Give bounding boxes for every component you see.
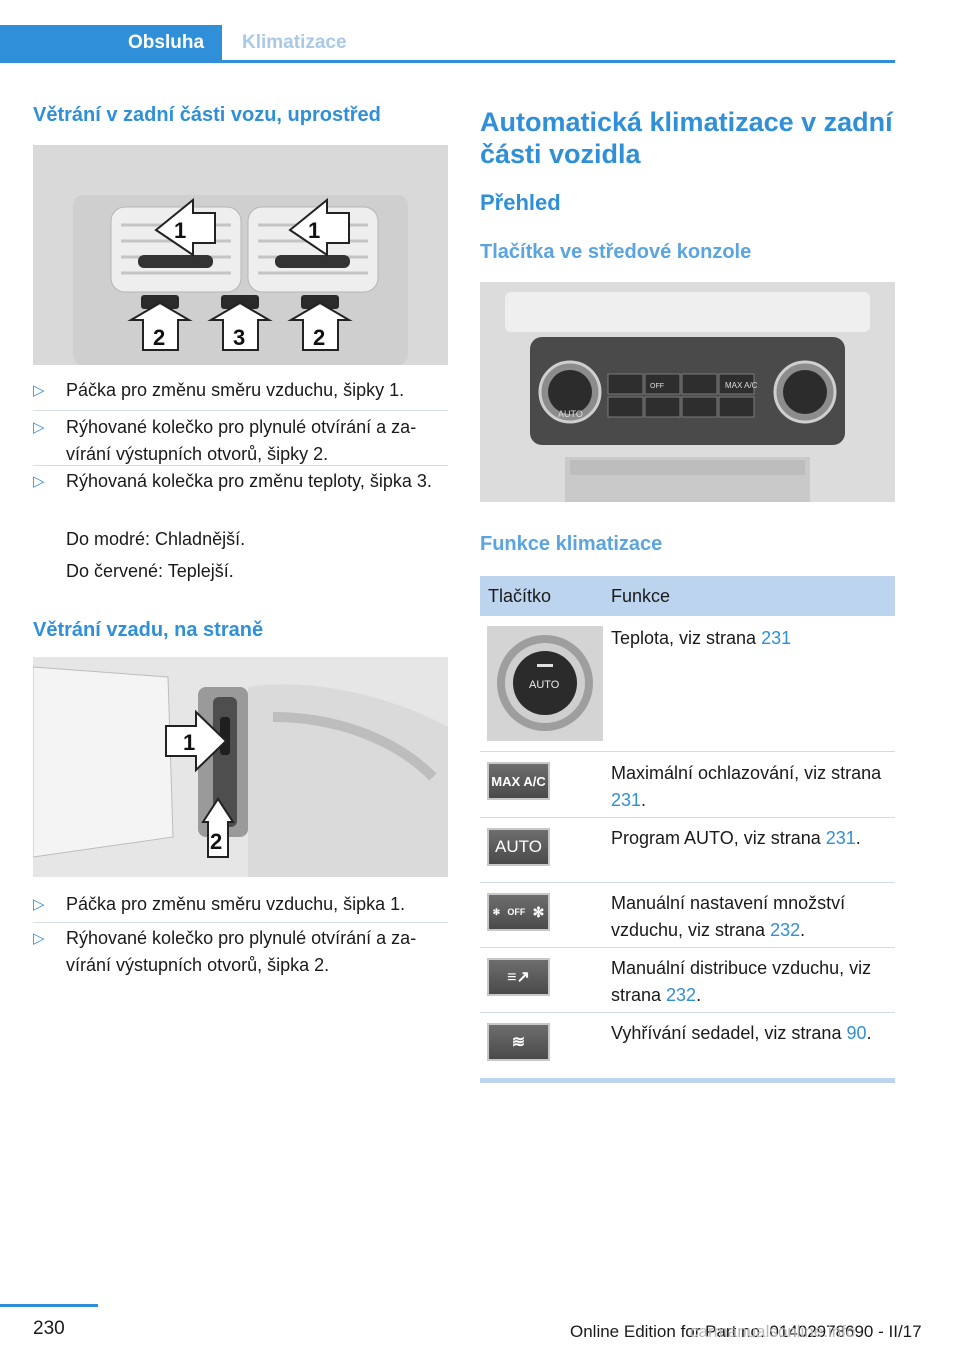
panel-max-text: MAX A/C	[725, 381, 758, 390]
list-item: ▷ Páčka pro změnu směru vzduchu, šipky 1…	[33, 377, 448, 404]
edition-text: Online Edition for Part no. 01402978690 …	[570, 1322, 922, 1341]
fig1-label-1b: 1	[308, 218, 320, 243]
fig1-label-2a: 2	[153, 325, 165, 350]
divider	[33, 465, 448, 466]
auto-button-image: AUTO	[487, 828, 550, 866]
subheading-overview: Přehled	[480, 190, 561, 215]
page-link[interactable]: 231	[761, 628, 792, 648]
seat-heating-icon: ≋	[511, 1034, 526, 1051]
list-item: ▷ Páčka pro změnu směru vzduchu, šipka 1…	[33, 891, 448, 918]
table-row-divider	[480, 817, 895, 818]
fig1-label-3: 3	[233, 325, 245, 350]
note-blue: Do modré: Chladnější.	[66, 529, 246, 549]
temperature-knob-image: AUTO	[487, 626, 603, 741]
function-cell: Maximální ochlazování, viz strana 231.	[611, 763, 882, 810]
divider	[33, 410, 448, 411]
list-item: ▷ Rýhované kolečko pro plynulé otvírání …	[33, 414, 448, 468]
console-panel-photo: AUTO MAX A/C OFF	[480, 282, 895, 502]
fig2-label-1: 1	[183, 730, 195, 755]
page-link[interactable]: 231	[825, 828, 856, 848]
fan-speed-button-image: ✻OFF✻	[487, 893, 550, 931]
col-header-function: Funkce	[611, 586, 671, 606]
function-cell: Vyhřívání sedadel, viz strana 90.	[611, 1023, 872, 1043]
page-link[interactable]: 231	[611, 790, 642, 810]
rear-vents-photo: 1 1 2 3 2	[33, 145, 448, 365]
side-vent-photo: 1 2	[33, 657, 448, 877]
watermark: carmanualsonline.info	[690, 1322, 856, 1341]
page-title: Automatická klimatizace v zadní části vo…	[480, 107, 893, 169]
list-item: ▷ Rýhované kolečko pro plynulé otvírání …	[33, 925, 448, 979]
console-panel-illustration: AUTO MAX A/C OFF	[480, 282, 895, 502]
section-heading-rear-middle: Větrání v zadní části vozu, uprostřed	[33, 104, 381, 126]
table-row-divider	[480, 947, 895, 948]
bullet-triangle-icon: ▷	[33, 419, 45, 436]
col-header-button: Tlačítko	[488, 586, 552, 606]
header-tabbar: Obsluha Klimatizace	[0, 25, 895, 63]
fig1-label-2b: 2	[313, 325, 325, 350]
page-link[interactable]: 232	[666, 985, 697, 1005]
bullet-triangle-icon: ▷	[33, 382, 45, 399]
table-row-divider	[480, 882, 895, 883]
panel-off-text: OFF	[650, 383, 664, 390]
tab-klimatizace[interactable]: Klimatizace	[242, 32, 347, 53]
air-distribution-button-image: ≡↗	[487, 958, 550, 996]
function-cell: Program AUTO, viz strana 231.	[611, 828, 861, 848]
bullet-triangle-icon: ▷	[33, 896, 45, 913]
function-cell: Manuální nastavení množství vzduchu, viz…	[611, 893, 846, 940]
table-bottom-bar	[480, 1078, 895, 1083]
page-number: 230	[33, 1318, 65, 1339]
panel-auto-text: AUTO	[558, 409, 583, 419]
air-distribution-icon: ≡↗	[507, 969, 530, 986]
subheading-functions: Funkce klimatizace	[480, 533, 663, 555]
page-link[interactable]: 232	[770, 920, 801, 940]
divider	[33, 922, 448, 923]
function-cell: Manuální distribuce vzduchu, viz strana …	[611, 958, 872, 1005]
function-cell: Teplota, viz strana 231	[611, 628, 792, 648]
fan-high-icon: ✻	[532, 903, 545, 920]
tab-obsluha[interactable]: Obsluha	[0, 25, 222, 60]
section-heading-rear-side: Větrání vzadu, na straně	[33, 619, 264, 641]
table-row-divider	[480, 1012, 895, 1013]
max-ac-button-image: MAX A/C	[487, 762, 550, 800]
list-item: ▷ Rýhovaná kolečka pro změnu teploty, ši…	[33, 468, 448, 495]
page-link[interactable]: 90	[846, 1023, 867, 1043]
side-vent-illustration: 1 2	[33, 657, 448, 877]
bullet-triangle-icon: ▷	[33, 930, 45, 947]
temperature-knob-icon: AUTO	[487, 626, 603, 741]
subheading-console-buttons: Tlačítka ve středové konzole	[480, 241, 752, 263]
rear-vents-illustration: 1 1 2 3 2	[33, 145, 448, 365]
note-red: Do červené: Teplejší.	[66, 561, 234, 581]
bullet-triangle-icon: ▷	[33, 473, 45, 490]
footer-line	[0, 1304, 98, 1307]
fan-low-icon: ✻	[492, 906, 501, 917]
knob-auto-text: AUTO	[529, 679, 560, 691]
fig2-label-2: 2	[210, 829, 222, 854]
table-header: Tlačítko Funkce	[480, 576, 895, 616]
table-row-divider	[480, 751, 895, 752]
fig1-label-1a: 1	[174, 218, 186, 243]
seat-heating-button-image: ≋	[487, 1023, 550, 1061]
